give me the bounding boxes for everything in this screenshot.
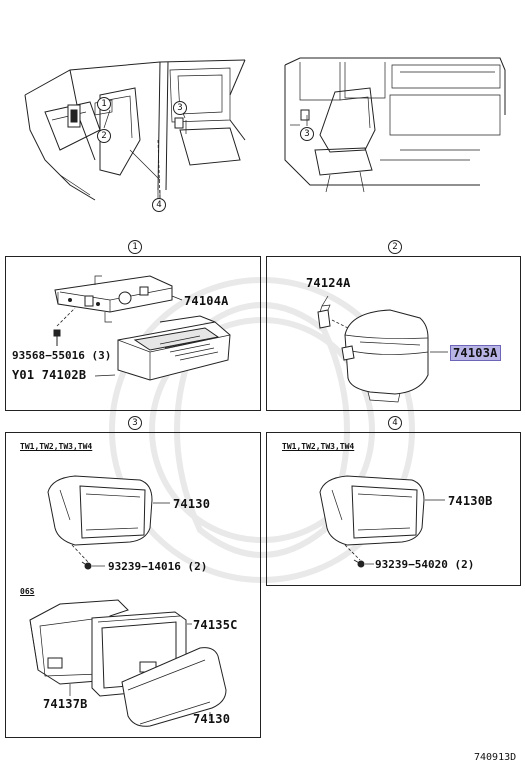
panel-section-1 (5, 256, 261, 411)
panel-section-2 (266, 256, 521, 411)
part-number: 93568−55016 (12, 349, 85, 362)
overview-marker-3b: 3 (300, 127, 314, 141)
variant-note-06S: 06S (20, 587, 35, 596)
diagram-code: 740913D (474, 752, 517, 763)
part-label-74137B: 74137B (43, 697, 88, 711)
part-label-93239-54020: 93239−54020 (2) (375, 558, 474, 571)
section-heading-4: 4 (388, 416, 402, 430)
overview-marker-3: 3 (173, 101, 187, 115)
section-heading-2: 2 (388, 240, 402, 254)
part-number: 93239−14016 (108, 560, 181, 573)
part-qty: (2) (454, 558, 475, 571)
overview-marker-1: 1 (97, 97, 111, 111)
part-label-74104A: 74104A (184, 294, 229, 308)
part-label-93568-55016: 93568−55016 (3) (12, 349, 111, 362)
overview-marker-4: 4 (152, 198, 166, 212)
left-cabin-sketch (24, 59, 246, 205)
variant-note-panel4: TW1,TW2,TW3,TW4 (282, 442, 355, 451)
section-heading-3: 3 (128, 416, 142, 430)
part-label-74130: 74130 (173, 497, 211, 511)
overview-marker-2: 2 (97, 129, 111, 143)
panel-section-4 (266, 432, 521, 586)
right-cabin-sketch (284, 57, 506, 193)
part-label-74135C: 74135C (193, 618, 238, 632)
part-label-74124A: 74124A (306, 276, 351, 290)
part-qty: (3) (91, 349, 112, 362)
part-number: 93239−54020 (375, 558, 448, 571)
panel-section-3 (5, 432, 261, 738)
variant-note-panel3: TW1,TW2,TW3,TW4 (20, 442, 93, 451)
part-label-74130-lid: 74130 (193, 712, 231, 726)
part-qty: (2) (187, 560, 208, 573)
part-label-74102B: Y01 74102B (12, 368, 87, 382)
part-label-74130B: 74130B (448, 494, 493, 508)
part-label-74103A-highlighted[interactable]: 74103A (450, 345, 501, 361)
part-label-93239-14016: 93239−14016 (2) (108, 560, 207, 573)
section-heading-1: 1 (128, 240, 142, 254)
